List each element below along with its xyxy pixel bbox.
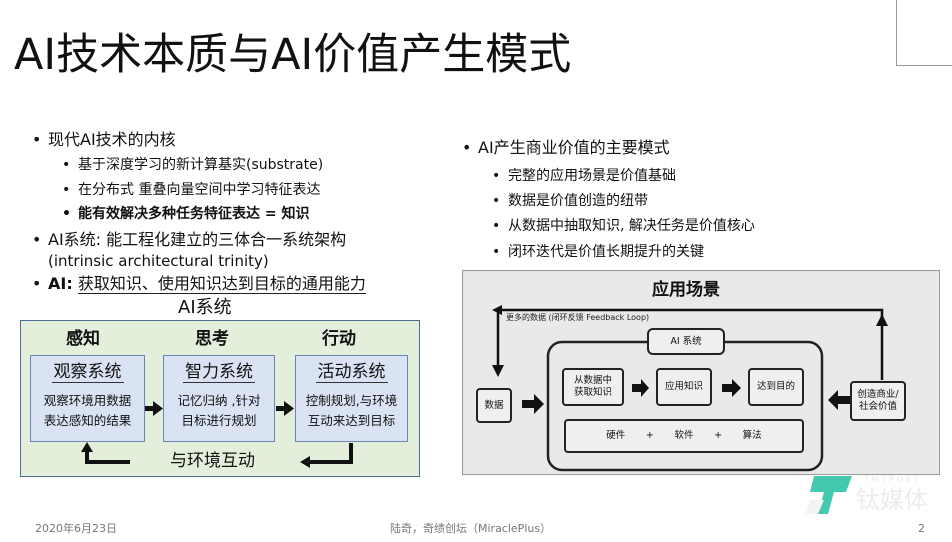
bullet-ai-system-sub: (intrinsic architectural trinity)	[48, 252, 269, 270]
arrow-icon	[876, 314, 888, 326]
left-arrows	[81, 401, 353, 468]
data-box: 数据	[476, 388, 512, 423]
loop-arrow-right	[310, 443, 353, 464]
sub-bullet: 从数据中抽取知识, 解决任务是价值核心	[492, 218, 755, 235]
action-system-box: 活动系统 控制规划,与环境互动来达到目标	[295, 355, 408, 442]
arrow-icon	[145, 401, 163, 416]
environment-interaction: 与环境互动	[170, 451, 255, 471]
box-title: 活动系统	[315, 362, 388, 384]
sub-bullet: 闭环迭代是价值长期提升的关键	[492, 244, 704, 261]
sub-bullet: 在分布式 重叠向量空间中学习特征表达	[62, 182, 320, 199]
ai-system-label: AI 系统	[647, 328, 725, 355]
sub-bullet: 数据是价值创造的纽带	[492, 193, 648, 210]
sub-bullet: 完整的应用场景是价值基础	[492, 168, 676, 185]
hardware-label: 硬件	[606, 430, 626, 441]
ai-definition: 获取知识、使用知识达到目标的通用能力	[77, 274, 366, 294]
loop-arrow-left	[85, 452, 130, 464]
footer-date: 2020年6月23日	[35, 522, 117, 535]
feedback-loop-label: 更多的数据 (闭环反馈 Feedback Loop)	[506, 313, 650, 322]
arrow-icon	[522, 394, 544, 414]
box-desc: 表达感知的结果	[43, 413, 132, 429]
software-label: 软件	[674, 430, 694, 441]
sub-bullet: 能有效解决多种任务特征表达 = 知识	[62, 206, 310, 223]
arrow-icon	[276, 401, 294, 416]
footer-author: 陆奇，奇绩创坛（MiraclePlus）	[390, 522, 552, 535]
heading-act: 行动	[322, 329, 356, 349]
bullet-ai-definition: AI: 获取知识、使用知识达到目标的通用能力	[32, 274, 366, 294]
feedback-loop-line	[496, 308, 884, 380]
corner-decoration	[896, 0, 952, 66]
arrow-icon	[81, 442, 93, 452]
arrow-icon	[722, 379, 741, 397]
tmtpost-watermark: TMTPOST 钛媒体	[806, 472, 946, 518]
arrow-icon	[828, 390, 850, 410]
bullet-business-value: AI产生商业价值的主要模式	[462, 138, 670, 157]
achieve-goal-box: 达到目的	[748, 368, 804, 406]
ai-label: AI:	[48, 274, 73, 293]
algorithm-label: 算法	[742, 430, 762, 441]
heading-perceive: 感知	[66, 329, 100, 349]
watermark-en: TMTPOST	[864, 475, 921, 485]
box-desc: 记忆归纳 ,针对	[177, 393, 261, 409]
right-arrows	[492, 305, 888, 472]
plus-sign: +	[645, 430, 654, 441]
arrow-icon	[632, 379, 649, 397]
box-desc: 观察环境用数据	[43, 393, 132, 409]
box-desc: 互动来达到目标	[307, 413, 396, 429]
bullet-ai-core: 现代AI技术的内核	[32, 130, 176, 149]
box-title: 观察系统	[51, 362, 124, 384]
sub-bullet: 基于深度学习的新计算基实(substrate)	[62, 157, 323, 174]
page-number: 2	[918, 522, 925, 535]
bullet-ai-system: AI系统: 能工程化建立的三体合一系统架构	[32, 230, 346, 249]
box-title: 智力系统	[183, 362, 255, 384]
box-desc: 控制规划,与环境	[305, 393, 398, 409]
create-value-box: 创造商业/社会价值	[850, 381, 906, 421]
arrow-icon	[492, 365, 504, 377]
watermark-brand: 钛媒体	[856, 486, 928, 514]
slide-title: AI技术本质与AI价值产生模式	[14, 30, 572, 80]
observation-system-box: 观察系统 观察环境用数据表达感知的结果	[30, 355, 145, 442]
plus-sign: +	[714, 430, 723, 441]
arrow-icon	[300, 456, 310, 468]
intelligence-system-box: 智力系统 记忆归纳 ,针对目标进行规划	[163, 355, 275, 442]
heading-think: 思考	[195, 329, 229, 349]
tmtpost-logo-icon	[806, 476, 852, 514]
acquire-knowledge-box: 从数据中获取知识	[562, 368, 624, 406]
diagram-title: AI系统	[178, 297, 232, 318]
apply-knowledge-box: 应用知识	[656, 368, 712, 406]
arrow-icon	[492, 305, 502, 315]
scenario-title: 应用场景	[652, 280, 720, 300]
hardware-software-algorithm-box: 硬件 + 软件 + 算法	[564, 419, 804, 453]
box-desc: 目标进行规划	[181, 413, 257, 429]
